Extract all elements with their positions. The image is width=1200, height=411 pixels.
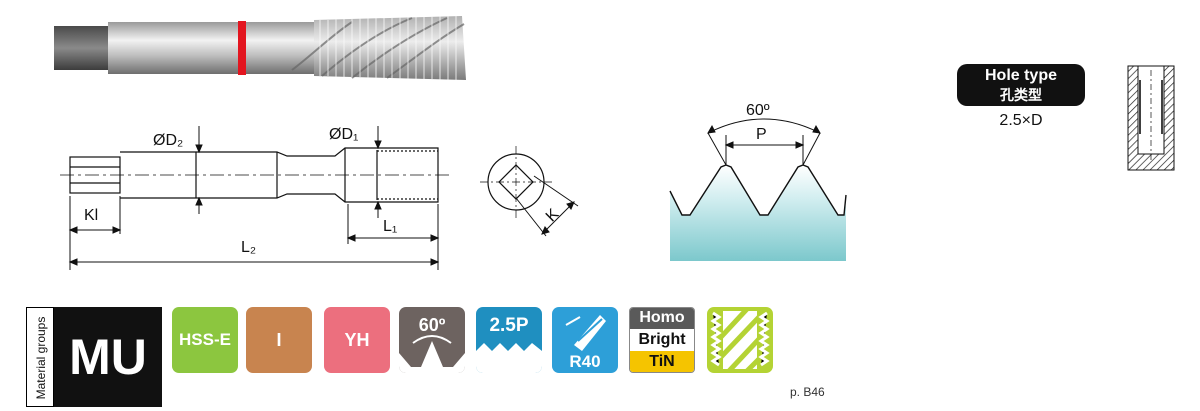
tap-dimension-drawing: ØD₂ ØD₁ Kl L₁ L₂ — [60, 126, 450, 270]
tolerance-yh-label: YH — [344, 329, 370, 350]
kl-label: Kl — [84, 207, 98, 224]
coating-i-label: I — [276, 329, 282, 350]
spiral-flute-icon — [710, 307, 770, 373]
material-groups-caption: Material groups — [34, 316, 48, 400]
thread-profile: 60º P — [669, 102, 847, 261]
l1-label: L₁ — [383, 218, 397, 235]
pitch-icon: 2.5P — [476, 315, 542, 373]
homo-label: Homo — [630, 308, 694, 329]
d1-label: ØD₁ — [329, 126, 358, 143]
pitch-label: P — [756, 126, 767, 143]
material-code: MU — [54, 307, 162, 407]
tap-square-end — [54, 26, 110, 70]
thread-angle-tile: 60º — [399, 307, 465, 373]
thread-angle-label: 60º — [419, 315, 446, 335]
d2-label: ØD₂ — [153, 132, 183, 149]
angle-label: 60º — [746, 102, 770, 119]
square-cross-section: K — [480, 146, 579, 237]
thread-angle-icon: 60º — [399, 315, 465, 373]
spiral-flute-tile — [707, 307, 773, 373]
l2-label: L₂ — [241, 239, 256, 256]
tin-label: TiN — [630, 351, 694, 372]
hole-type-value: 2.5×D — [999, 112, 1043, 129]
hss-e-tile: HSS-E — [172, 307, 238, 373]
hole-type-title-cn: 孔类型 — [1000, 87, 1042, 103]
hss-e-label: HSS-E — [179, 330, 231, 349]
tolerance-yh-tile: YH — [324, 307, 390, 373]
page-reference: p. B46 — [790, 385, 825, 399]
k-label: K — [543, 206, 563, 226]
hole-type-title: Hole type — [984, 67, 1057, 84]
tap-photo — [54, 16, 466, 80]
pitch-label: 2.5P — [489, 315, 528, 336]
rake-angle-tile: R40 — [552, 307, 618, 373]
homo-bright-tin-tile: Homo Bright TiN — [629, 307, 695, 373]
rake-angle-label: R40 — [569, 352, 600, 371]
red-band — [238, 21, 246, 75]
material-group-block: Material groups MU — [26, 307, 162, 407]
hole-type-badge: Hole type 孔类型 — [957, 64, 1085, 106]
rake-angle-icon: R40 — [565, 315, 606, 371]
bright-label: Bright — [630, 329, 694, 351]
pitch-tile: 2.5P — [476, 307, 542, 373]
coating-i-tile: I — [246, 307, 312, 373]
tap-thread-section — [314, 16, 466, 80]
blind-hole-icon — [1127, 65, 1175, 171]
